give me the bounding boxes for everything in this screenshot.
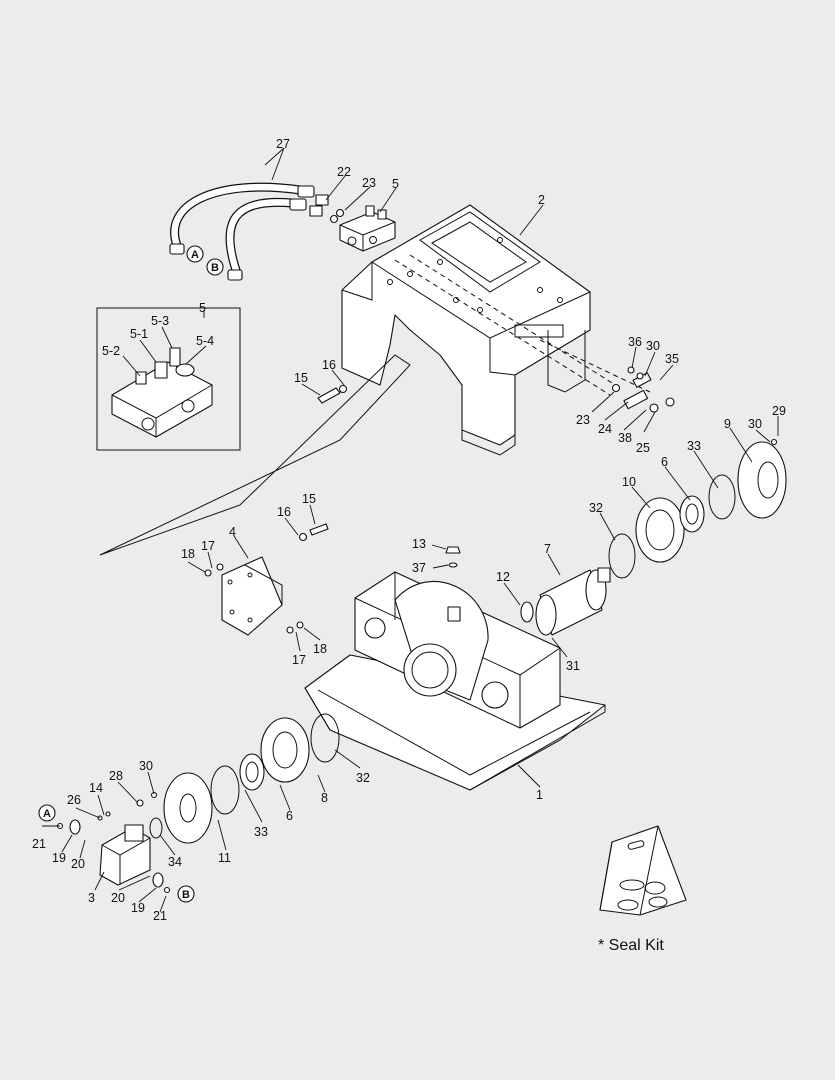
top-bolt [445, 546, 461, 568]
callout-25: 25 [636, 441, 650, 455]
frame-bolt [317, 384, 348, 404]
callout-30b: 30 [748, 417, 762, 431]
callout-32b: 32 [356, 771, 370, 785]
hydraulic-hoses [169, 182, 315, 281]
callout-1: 1 [536, 788, 543, 802]
callout-numbers: 27 22 23 5 2 5 5-3 5-1 5-4 5-2 16 15 36 … [32, 137, 786, 923]
callout-19b: 19 [131, 901, 145, 915]
callout-8: 8 [321, 791, 328, 805]
connector-a-top: A [186, 245, 204, 263]
callout-20b: 20 [111, 891, 125, 905]
motor-bolts [97, 791, 158, 821]
callout-6: 6 [661, 455, 668, 469]
hydraulic-motor [56, 819, 171, 894]
leader-lines [42, 147, 779, 913]
exciter-housing [354, 571, 561, 729]
valve-inset [96, 307, 241, 451]
callout-21: 21 [32, 837, 46, 851]
callout-10: 10 [622, 475, 636, 489]
callout-16b: 16 [277, 505, 291, 519]
callout-32: 32 [589, 501, 603, 515]
callout-7: 7 [544, 542, 551, 556]
seal-kit-caption: * Seal Kit [598, 937, 664, 954]
svg-text:A: A [43, 808, 51, 820]
seal-kit-bag [599, 825, 687, 916]
callout-21b: 21 [153, 909, 167, 923]
connector-a-bottom: A [38, 804, 56, 822]
callout-27: 27 [276, 137, 290, 151]
callout-5-inset: 5 [199, 301, 206, 315]
svg-text:B: B [211, 262, 219, 274]
callout-15: 15 [294, 371, 308, 385]
callout-3: 3 [88, 891, 95, 905]
callout-30c: 30 [139, 759, 153, 773]
cover-plate [204, 556, 304, 636]
hose-fittings [309, 194, 345, 224]
right-bearing-assembly [608, 438, 787, 579]
callout-6b: 6 [286, 809, 293, 823]
callout-5-3: 5-3 [151, 314, 169, 328]
callout-18: 18 [181, 547, 195, 561]
callout-14: 14 [89, 781, 103, 795]
callout-34: 34 [168, 855, 182, 869]
callout-33: 33 [687, 439, 701, 453]
callout-35: 35 [665, 352, 679, 366]
callout-31: 31 [566, 659, 580, 673]
callout-26: 26 [67, 793, 81, 807]
upper-frame [341, 204, 591, 456]
callout-17: 17 [201, 539, 215, 553]
eccentric-shaft [520, 567, 611, 636]
callout-38: 38 [618, 431, 632, 445]
callout-20: 20 [71, 857, 85, 871]
left-bearing-assembly [149, 713, 340, 844]
right-fittings [611, 366, 675, 413]
callout-23b: 23 [576, 413, 590, 427]
callout-5: 5 [392, 177, 399, 191]
alignment-lines [394, 254, 651, 396]
callout-29: 29 [772, 404, 786, 418]
callout-37: 37 [412, 561, 426, 575]
callout-30: 30 [646, 339, 660, 353]
callout-2: 2 [538, 193, 545, 207]
callout-19: 19 [52, 851, 66, 865]
cover-outline [99, 354, 411, 556]
connector-b-bottom: B [177, 885, 195, 903]
callout-5-2: 5-2 [102, 344, 120, 358]
callout-17b: 17 [292, 653, 306, 667]
callout-18b: 18 [313, 642, 327, 656]
callout-16: 16 [322, 358, 336, 372]
connector-b-top: B [206, 258, 224, 276]
callout-33b: 33 [254, 825, 268, 839]
callout-9: 9 [724, 417, 731, 431]
housing-bolt [298, 523, 329, 542]
callout-5-1: 5-1 [130, 327, 148, 341]
callout-28: 28 [109, 769, 123, 783]
svg-text:A: A [191, 249, 199, 261]
svg-text:B: B [182, 889, 190, 901]
callout-15b: 15 [302, 492, 316, 506]
connector-markers: A B A B [38, 245, 224, 903]
callout-36: 36 [628, 335, 642, 349]
callout-4: 4 [229, 525, 236, 539]
base-plate [304, 654, 606, 791]
callout-5-4: 5-4 [196, 334, 214, 348]
callout-23: 23 [362, 176, 376, 190]
callout-24: 24 [598, 422, 612, 436]
valve-block [339, 205, 396, 252]
callout-22: 22 [337, 165, 351, 179]
callout-11: 11 [218, 851, 231, 865]
callout-12: 12 [496, 570, 510, 584]
callout-13: 13 [412, 537, 426, 551]
